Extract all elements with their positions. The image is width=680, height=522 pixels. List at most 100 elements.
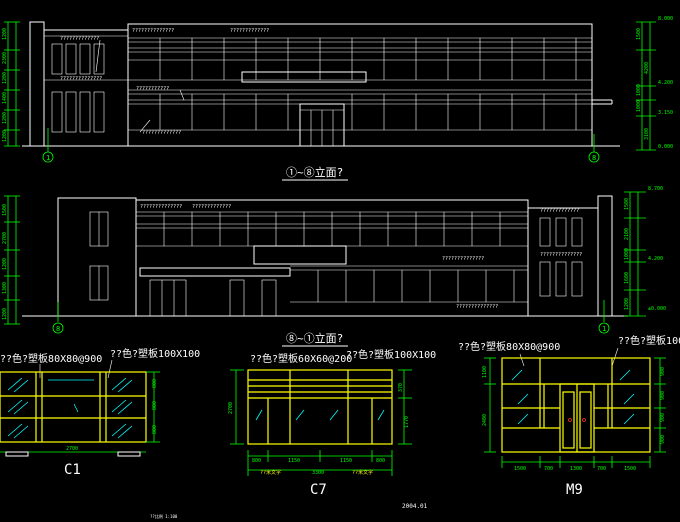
mid-note-4: ??????????????	[540, 252, 582, 258]
mid-left-dimension-ladder: 1500 2700 1200 1300 1200	[2, 195, 20, 325]
mid-note-1: ??????????????	[140, 204, 182, 210]
m9-right-dim-4: 900	[660, 435, 666, 444]
mid-right-dimension-ladder: 1500 2100 1000 1600 1200 8.700 4.200 ±0.…	[624, 186, 666, 317]
top-dim-left-4: 1400	[2, 92, 8, 104]
top-elevation-title: ①~⑧立面?	[286, 165, 343, 179]
m9-note-right: ??色?塑板100X1	[618, 334, 680, 347]
detail-m9: ??色?塑板80X80@900 ??色?塑板100X1 11	[458, 334, 680, 498]
mid-dim-left-1: 1500	[2, 204, 8, 216]
mid-axis-left: 8	[56, 325, 60, 333]
m9-bottom-dim-1: 1500	[514, 466, 526, 472]
mid-left-block	[57, 197, 137, 317]
c7-bottom-dim-4: 800	[376, 458, 385, 464]
detail-c7: ??色?塑板60X60@200 ??色?塑板100X100 2700 370 1…	[228, 348, 436, 498]
mid-note-2: ?????????????	[192, 204, 231, 210]
mid-upper-windows	[136, 211, 528, 247]
m9-note-left: ??色?塑板80X80@900	[458, 340, 560, 353]
c7-bottom-dim-3: 1150	[340, 458, 352, 464]
mid-axis-marker-right	[598, 322, 610, 334]
m9-right-dim-1: 900	[660, 367, 666, 376]
top-dim-right-1: 1500	[636, 28, 642, 40]
mid-dim-left-3: 1200	[2, 258, 8, 270]
m9-handle-left	[568, 418, 572, 422]
mid-dim-right-4: 1600	[624, 272, 630, 284]
c7-glass-hatch	[255, 409, 385, 421]
top-upper-windows	[128, 37, 592, 81]
m9-handle-right	[582, 418, 586, 422]
top-level-3: 3.150	[658, 110, 673, 116]
m9-label: M9	[566, 482, 583, 498]
middle-elevation: 1500 2700 1200 1300 1200	[2, 186, 666, 347]
top-dim-left-1: 1200	[2, 28, 8, 40]
c7-height: 2700	[228, 402, 234, 414]
top-note-3: ?????????????	[60, 36, 99, 42]
c7-tag-left: ??米文字	[260, 469, 281, 476]
top-axis-marker-right	[588, 151, 600, 163]
top-main-block	[127, 23, 593, 147]
m9-bottom-dim-4: 700	[597, 466, 606, 472]
mid-elevation-title: ⑧~①立面?	[286, 331, 343, 345]
m9-left-dim-2: 2400	[482, 414, 488, 426]
mid-dim-right-3: 1000	[624, 248, 630, 260]
c1-dim-1: 800	[152, 379, 158, 388]
c7-note-right: ??色?塑板100X100	[346, 348, 436, 361]
top-dim-left-2: 2300	[2, 52, 8, 64]
top-note-6: ?????????????	[142, 130, 181, 136]
c1-frame	[0, 371, 147, 443]
c1-note-right: ??色?塑板100X100	[110, 347, 200, 360]
c1-glass-hatch	[7, 377, 133, 439]
mid-dim-left-2: 2700	[2, 232, 8, 244]
mid-note-5: ??????????????	[442, 256, 484, 262]
mid-note-6: ??????????????	[456, 304, 498, 310]
scale-note: ??比例 1:100	[150, 513, 178, 519]
m9-bottom-dim-2: 700	[544, 466, 553, 472]
mid-axis-right: 1	[602, 325, 606, 333]
mid-level-1: 8.700	[648, 186, 663, 192]
mid-canopy	[253, 245, 347, 265]
mid-level-3: ±0.000	[648, 306, 666, 312]
m9-right-dim-2: 900	[660, 391, 666, 400]
top-axis-marker-left	[42, 151, 54, 163]
top-dim-right-2: 4200	[644, 62, 650, 74]
top-note-4: ??????????????	[60, 76, 102, 82]
c7-bottom-dim-1: 800	[252, 458, 261, 464]
c1-dim-3: 800	[152, 425, 158, 434]
top-left-windows	[51, 43, 105, 133]
mid-lower-windows	[139, 265, 528, 317]
top-note-2: ?????????????	[230, 28, 269, 34]
top-notes: ?????????????? ????????????? ???????????…	[60, 28, 269, 136]
c7-label: C7	[310, 482, 327, 498]
m9-glass-hatch	[511, 369, 635, 425]
mid-axis-marker-left	[52, 322, 64, 334]
top-left-dimension-ladder: 1200 2300 1200 1400 1200 1200	[2, 21, 20, 147]
mid-level-2: 4.200	[648, 256, 663, 262]
c1-note-left: ??色?塑板80X80@900	[0, 352, 102, 365]
c7-frame	[247, 369, 393, 445]
mid-dim-left-4: 1300	[2, 282, 8, 294]
top-note-5: ???????????	[136, 86, 169, 92]
top-level-4: 0.000	[658, 144, 673, 150]
top-dim-right-5: 3100	[644, 128, 650, 140]
m9-bottom-dim-5: 1500	[624, 466, 636, 472]
c1-width: 2700	[66, 446, 78, 452]
c7-dim-right-1: 370	[398, 383, 404, 392]
top-level-1: 8.000	[658, 16, 673, 22]
top-lower-windows	[128, 89, 592, 131]
top-level-2: 4.200	[658, 80, 673, 86]
drawing-date: 2004.01	[402, 503, 428, 510]
detail-c1: ??色?塑板80X80@900 ??色?塑板100X100	[0, 347, 200, 478]
mid-right-tower	[597, 195, 613, 317]
top-dim-left-6: 1200	[2, 130, 8, 142]
mid-dim-right-5: 1200	[624, 298, 630, 310]
c7-dim-right-2: 1770	[404, 416, 410, 428]
mid-dim-right-1: 1500	[624, 198, 630, 210]
mid-right-windows	[539, 217, 583, 297]
top-note-1: ??????????????	[132, 28, 174, 34]
m9-right-dim-3: 900	[660, 413, 666, 422]
mid-note-3: ?????????????	[540, 208, 579, 214]
top-canopy	[241, 71, 367, 83]
mid-notes: ?????????????? ????????????? ???????????…	[140, 204, 582, 310]
c1-dim-2: 800	[152, 401, 158, 410]
top-axis-right: 8	[592, 154, 596, 162]
